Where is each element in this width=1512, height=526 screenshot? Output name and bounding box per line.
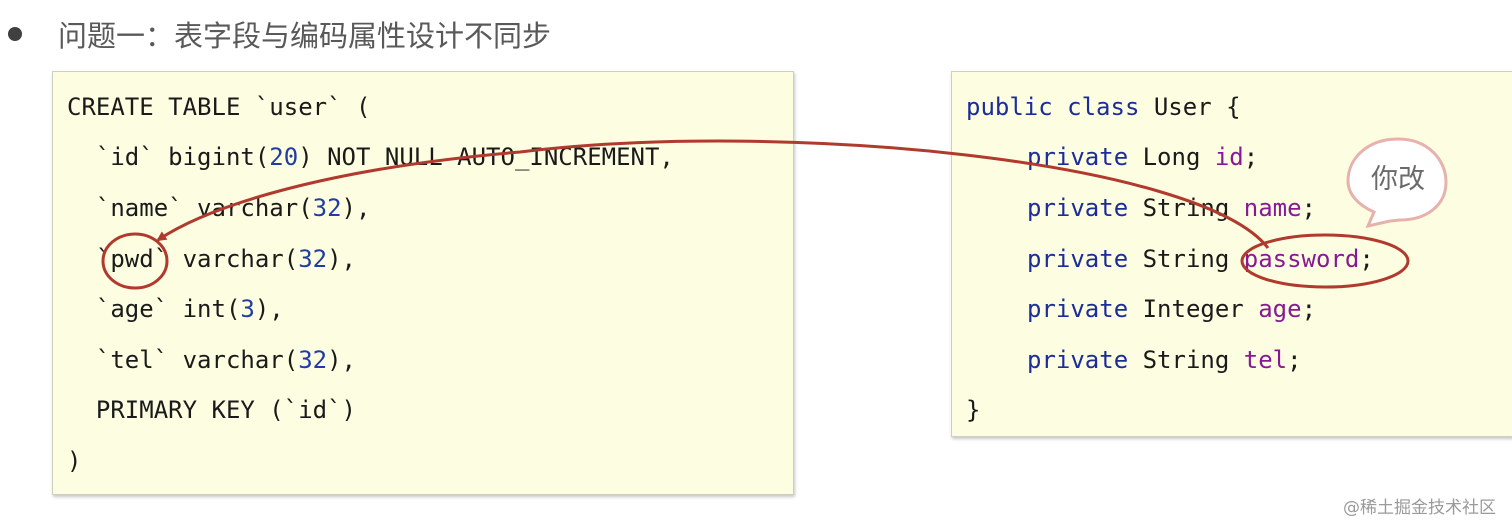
sql-line-create: CREATE TABLE `user` (	[67, 93, 371, 121]
java-line-name: private String name;	[1027, 194, 1316, 222]
sql-line-close: )	[67, 447, 82, 475]
curved-arrow-icon	[156, 139, 1270, 249]
pwd-circle-highlight	[101, 232, 169, 290]
speech-bubble-icon	[1346, 137, 1448, 229]
java-line-close: }	[966, 396, 981, 424]
heading-text: 问题一：表字段与编码属性设计不同步	[58, 19, 552, 53]
java-line-class: public class User {	[966, 93, 1241, 121]
watermark: @稀土掘金技术社区	[1343, 498, 1496, 518]
sql-code-panel: CREATE TABLE `user` ( `id` bigint(20) NO…	[52, 71, 794, 495]
slide-heading: 问题一：表字段与编码属性设计不同步	[6, 14, 551, 54]
sql-line-tel: `tel` varchar(32),	[67, 346, 356, 374]
password-circle-highlight	[1240, 233, 1410, 289]
sql-line-age: `age` int(3),	[67, 295, 284, 323]
bubble-text: 你改	[1371, 164, 1425, 195]
sql-line-name: `name` varchar(32),	[67, 194, 371, 222]
sql-line-pwd: `pwd` varchar(32),	[67, 245, 356, 273]
bullet-dot-icon	[8, 27, 22, 41]
sql-line-primary-key: PRIMARY KEY (`id`)	[67, 396, 356, 424]
sql-line-id: `id` bigint(20) NOT NULL AUTO_INCREMENT,	[67, 143, 674, 171]
java-line-password: private String password;	[1027, 245, 1374, 273]
java-line-tel: private String tel;	[1027, 346, 1302, 374]
java-code-panel: public class User { private Long id; pri…	[951, 71, 1512, 437]
java-line-age: private Integer age;	[1027, 295, 1317, 323]
